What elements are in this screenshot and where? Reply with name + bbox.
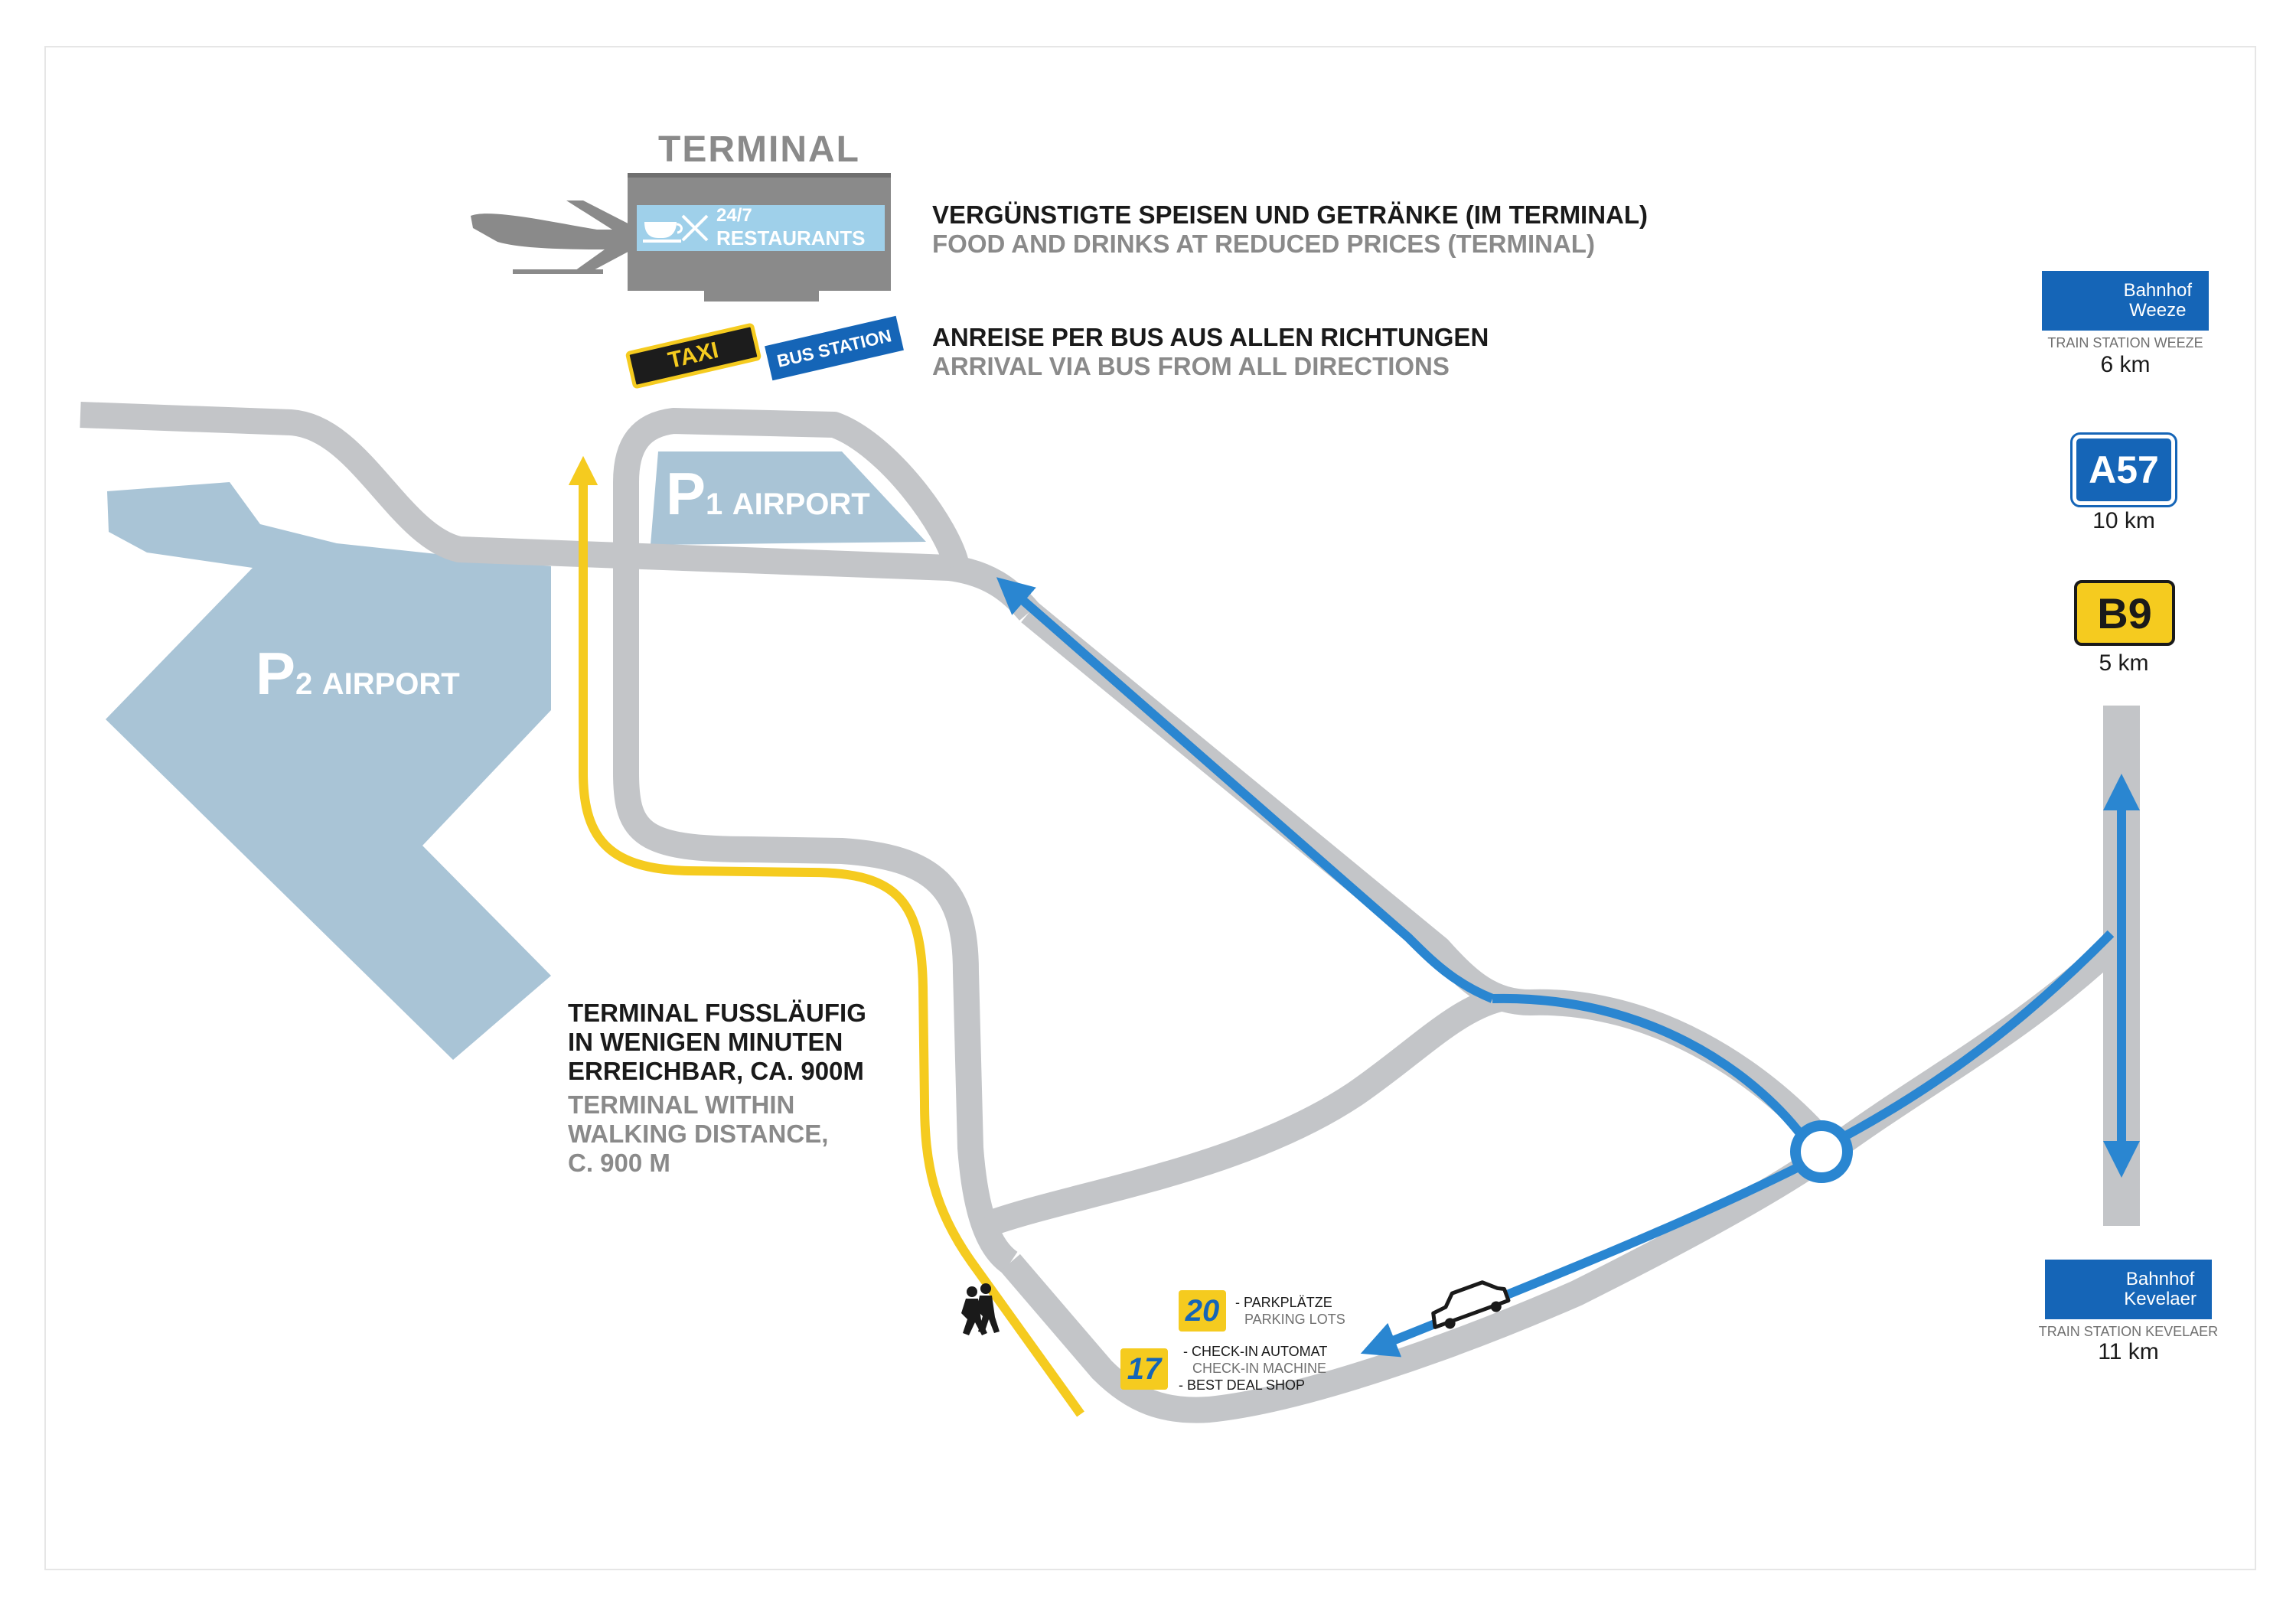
a57-label: A57 [2089, 448, 2159, 491]
walking-route [568, 455, 1084, 1417]
b9-sign: B9 [2074, 580, 2175, 646]
bus-stop-17-en: CHECK-IN MACHINE [1192, 1361, 1327, 1376]
a57-sign: A57 [2070, 432, 2177, 507]
terminal-roof-edge [628, 173, 891, 178]
airplane-icon [471, 200, 690, 274]
bus-stop-17-number: 17 [1127, 1351, 1162, 1386]
bus-stop-17-de: - CHECK-IN AUTOMAT [1183, 1344, 1328, 1359]
kevelaer-station-sign: Bahnhof Kevelaer [2045, 1260, 2212, 1319]
weeze-name-line2: Weeze [2129, 300, 2187, 321]
bus-route-north [996, 577, 1495, 1003]
cutlery-icon [681, 214, 709, 242]
food-info-de: VERGÜNSTIGTE SPEISEN UND GETRÄNKE (IM TE… [932, 200, 1649, 229]
kevelaer-name-line1: Bahnhof [2125, 1269, 2195, 1289]
pedestrians-icon [961, 1283, 1000, 1335]
car-icon [1431, 1280, 1511, 1329]
p2-parking-area [106, 482, 551, 1060]
road-lower-sweep [1000, 1141, 1837, 1423]
bus-info-en: ARRIVAL VIA BUS FROM ALL DIRECTIONS [932, 352, 1450, 380]
road-p1-loop [613, 408, 970, 570]
walking-en-line2: WALKING DISTANCE, [568, 1120, 829, 1148]
p1-text: AIRPORT [732, 487, 870, 521]
bus-stop-20-number: 20 [1185, 1293, 1220, 1328]
p2-number: 2 [295, 667, 313, 701]
bus-info-de: ANREISE PER BUS AUS ALLEN RICHTUNGEN [932, 323, 1489, 351]
walking-en-line3: C. 900 M [568, 1149, 670, 1177]
b9-label: B9 [2097, 588, 2152, 637]
bus-stop-20-badge: 20 [1179, 1290, 1226, 1332]
terminal-base [704, 291, 819, 302]
p2-label: P2 AIRPORT [256, 639, 460, 709]
bus-route-east [1842, 930, 2115, 1141]
p1-letter: P [666, 460, 706, 527]
walking-de-line3: ERREICHBAR, CA. 900M [568, 1057, 864, 1085]
p2-text: AIRPORT [321, 667, 460, 701]
road-diagonal-connector [983, 986, 1504, 1237]
p1-parking-area [651, 451, 926, 545]
restaurant-label: RESTAURANTS [716, 227, 866, 249]
taxi-label: TAXI [665, 337, 721, 374]
weeze-name-line1: Bahnhof [2123, 280, 2192, 301]
bus-stop-17-shop: - BEST DEAL SHOP [1179, 1377, 1306, 1393]
weeze-distance: 6 km [2100, 352, 2151, 377]
b9-distance: 5 km [2099, 650, 2149, 676]
kevelaer-caption: TRAIN STATION KEVELAER [2038, 1324, 2219, 1339]
road-terminal-south [613, 551, 1019, 1274]
cup-icon [643, 222, 683, 243]
kevelaer-name-line2: Kevelaer [2124, 1289, 2197, 1309]
roundabout-icon [1790, 1120, 1853, 1183]
p2-letter: P [256, 640, 296, 707]
terminal-title: TERMINAL [658, 129, 860, 170]
walking-info: TERMINAL FUSSLÄUFIG IN WENIGEN MINUTEN E… [568, 999, 866, 1178]
walking-en-line1: TERMINAL WITHIN [568, 1090, 795, 1119]
walking-de-line1: TERMINAL FUSSLÄUFIG [568, 999, 866, 1027]
p1-label: P1 AIRPORT [666, 459, 870, 529]
weeze-caption: TRAIN STATION WEEZE [2047, 335, 2203, 350]
kevelaer-distance: 11 km [2098, 1339, 2159, 1364]
road-north-curve [1021, 601, 1831, 1149]
restaurant-panel [637, 205, 885, 251]
map-frame [44, 46, 2256, 1570]
bus-route-middle [1492, 993, 1806, 1139]
restaurant-hours: 24/7 [716, 205, 752, 226]
food-info-en: FOOD AND DRINKS AT REDUCED PRICES (TERMI… [932, 230, 1595, 258]
bus-stop-17-badge: 17 [1120, 1348, 1168, 1390]
walking-de-line2: IN WENIGEN MINUTEN [568, 1028, 843, 1056]
bus-stop-20-de: - PARKPLÄTZE [1235, 1295, 1332, 1310]
p1-number: 1 [706, 487, 723, 521]
bus-stop-20-en: PARKING LOTS [1244, 1312, 1345, 1327]
weeze-station-sign: Bahnhof Weeze [2042, 271, 2209, 331]
a57-distance: 10 km [2092, 508, 2155, 533]
